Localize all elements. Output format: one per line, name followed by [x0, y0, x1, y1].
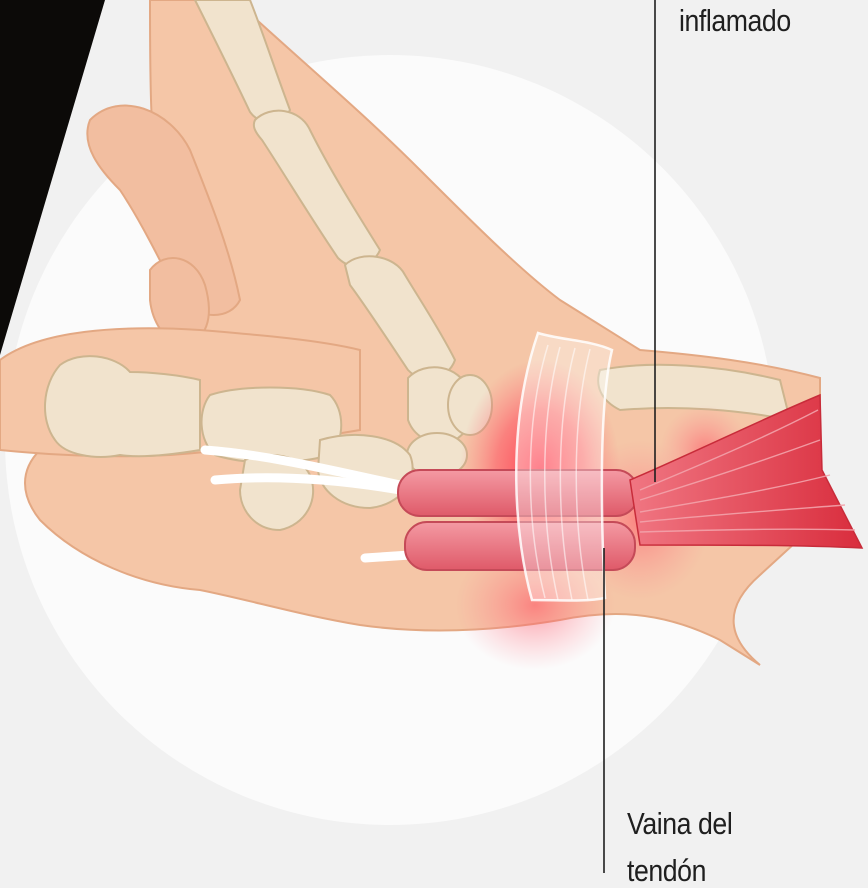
label-sheath-line1: Vaina del [627, 808, 732, 839]
label-sheath-line2: tendón [627, 855, 706, 886]
label-inflamed: inflamado [679, 5, 791, 36]
tendon-sheath [516, 333, 612, 601]
